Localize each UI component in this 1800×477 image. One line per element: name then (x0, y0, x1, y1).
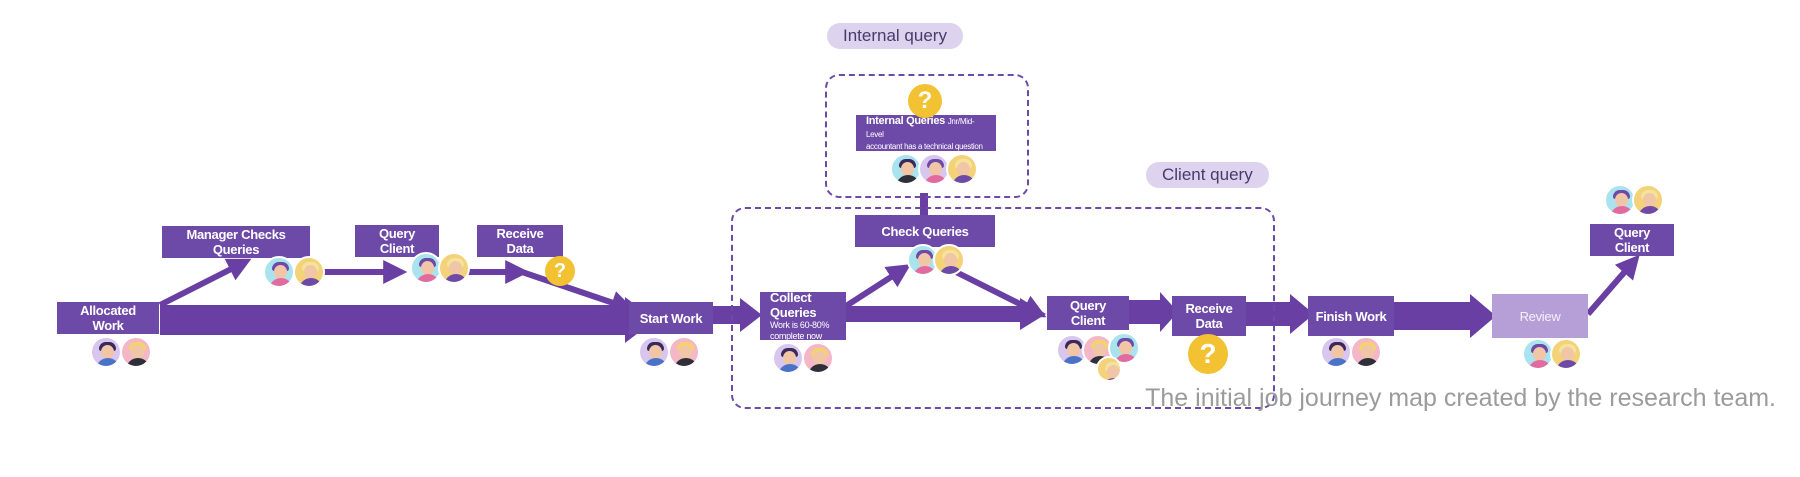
avatar (1096, 356, 1122, 382)
step-receive-data-2[interactable]: Receive Data (1172, 296, 1246, 336)
step-internal-queries-label: Internal Queries Jnr/Mid-Level (866, 115, 990, 141)
avatar (1350, 336, 1382, 368)
avatar (802, 342, 834, 374)
question-icon-receive-data-2: ? (1188, 334, 1228, 374)
step-internal-queries-tag: Jnr/Mid-Level (866, 116, 975, 139)
step-query-client-1[interactable]: Query Client (355, 225, 439, 257)
main-flow-arrow-4 (1128, 292, 1178, 332)
internal-query-label: Internal query (827, 23, 963, 49)
step-review-label: Review (1519, 308, 1561, 324)
avatar (120, 336, 152, 368)
avatar (263, 256, 295, 288)
connector-check-to-internal (920, 193, 928, 215)
avatar (1522, 338, 1554, 370)
avatar (1550, 338, 1582, 370)
step-allocated-work-label: Allocated Work (80, 303, 136, 333)
avatar (638, 336, 670, 368)
avatar (772, 342, 804, 374)
question-icon-internal: ? (908, 84, 942, 118)
step-check-queries[interactable]: Check Queries (855, 215, 995, 247)
step-collect-queries-note: Work is 60-80% complete now (770, 320, 830, 341)
step-allocated-work[interactable]: Allocated Work (57, 302, 159, 334)
client-query-region (731, 207, 1275, 409)
client-query-label: Client query (1146, 162, 1269, 188)
branch-arrow-up (158, 258, 252, 308)
question-icon-receive-data-1: ? (545, 256, 575, 286)
avatar (90, 336, 122, 368)
step-receive-data-1-label: Receive Data (496, 226, 544, 256)
step-receive-data-2-label: Receive Data (1185, 301, 1233, 331)
avatar (890, 153, 922, 185)
step-collect-queries-label: Collect Queries (770, 290, 817, 320)
avatar (946, 153, 978, 185)
figure-caption: The initial job journey map created by t… (1145, 384, 1776, 412)
step-finish-work-label: Finish Work (1315, 308, 1387, 324)
step-finish-work[interactable]: Finish Work (1308, 296, 1394, 336)
step-check-queries-label: Check Queries (881, 223, 969, 239)
avatar (1604, 184, 1636, 216)
step-receive-data-1[interactable]: Receive Data (477, 225, 563, 257)
arrow-review-to-query (1585, 254, 1640, 316)
main-flow-arrow-1 (160, 297, 655, 343)
step-collect-queries[interactable]: Collect Queries Work is 60-80% complete … (760, 290, 846, 341)
main-flow-arrow-5 (1244, 294, 1314, 334)
step-start-work[interactable]: Start Work (629, 302, 713, 334)
avatar (918, 153, 950, 185)
main-flow-arrow-6 (1392, 294, 1496, 338)
arrow-collect-to-check (844, 264, 912, 309)
avatar (293, 256, 325, 288)
step-query-client-2[interactable]: Query Client (1047, 296, 1129, 330)
avatar (410, 252, 442, 284)
avatar (1632, 184, 1664, 216)
avatar (668, 336, 700, 368)
step-query-client-3[interactable]: Query Client (1590, 224, 1674, 256)
internal-query-region (825, 74, 1029, 198)
step-review[interactable]: Review (1492, 294, 1588, 338)
step-internal-queries-note: accountant has a technical question (866, 141, 983, 151)
step-query-client-3-label: Query Client (1613, 225, 1651, 255)
arrow-check-to-query (946, 265, 1047, 318)
step-internal-queries[interactable]: Internal Queries Jnr/Mid-Level accountan… (856, 115, 996, 151)
avatar (933, 244, 965, 276)
step-query-client-2-label: Query Client (1069, 298, 1107, 328)
step-manager-checks-queries-label: Manager Checks Queries (186, 227, 286, 257)
step-manager-checks-queries[interactable]: Manager Checks Queries (162, 226, 310, 258)
avatar (1320, 336, 1352, 368)
avatar (438, 252, 470, 284)
branch-arrow-receive-to-start (521, 269, 635, 314)
main-flow-arrow-3 (846, 298, 1046, 330)
step-query-client-1-label: Query Client (378, 226, 416, 256)
step-internal-queries-title: Internal Queries (866, 114, 945, 127)
main-flow-arrow-2 (712, 298, 762, 332)
step-start-work-label: Start Work (639, 310, 703, 326)
